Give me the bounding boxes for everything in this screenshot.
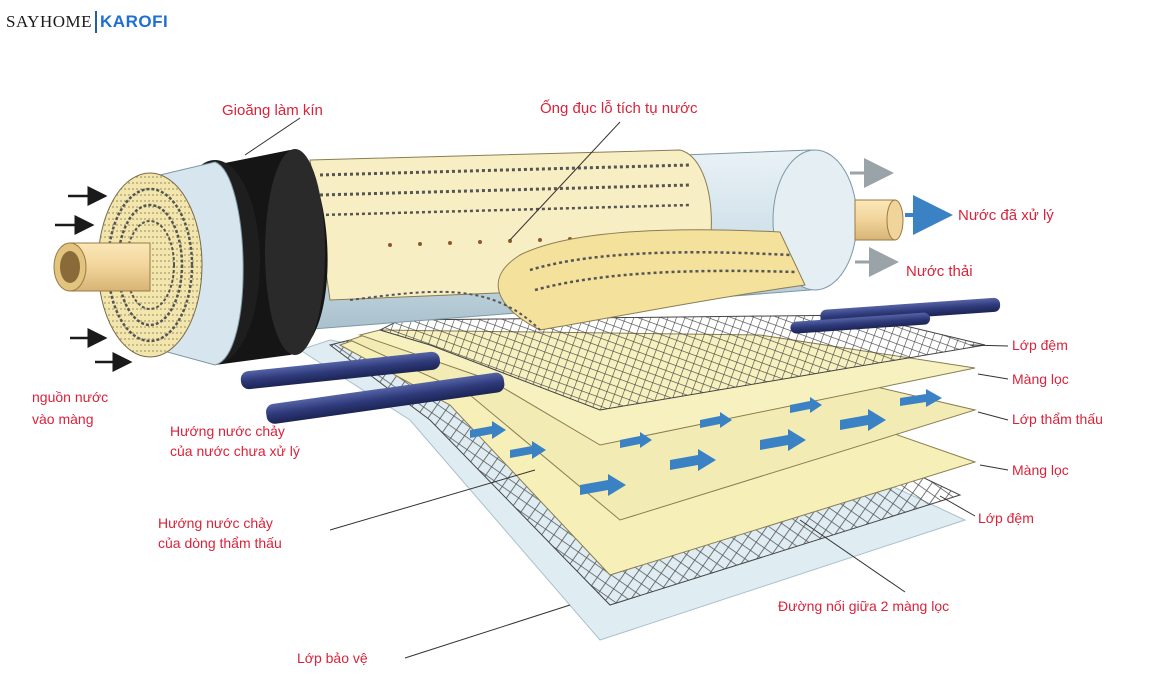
logo-karofi: KAROFI	[100, 12, 169, 31]
permeate-flow-arrows	[470, 389, 942, 496]
feed-inlet-arrows	[55, 186, 133, 372]
feed-pipes-left	[240, 351, 505, 424]
logo: SAYHOME KAROFI	[6, 10, 168, 34]
label-feed-flow-line2: của nước chưa xử lý	[170, 443, 300, 459]
label-inlet-line1: nguồn nước	[32, 389, 109, 405]
label-perforated-tube: Ống đục lỗ tích tụ nước	[540, 100, 698, 117]
label-membrane-bottom: Màng lọc	[1012, 462, 1069, 478]
label-protective-layer: Lớp bảo vệ	[297, 650, 368, 666]
feed-inlet-tube	[53, 242, 151, 292]
label-inlet-line2: vào màng	[32, 411, 94, 427]
product-outlet-tube	[854, 199, 904, 241]
label-waste-water: Nước thải	[906, 263, 973, 280]
feed-pipes-right	[790, 297, 1001, 334]
label-treated-water: Nước đã xử lý	[958, 207, 1054, 224]
spiral-element-body	[309, 149, 806, 331]
label-gasket: Gioăng làm kín	[222, 102, 323, 119]
label-seam: Đường nối giữa 2 màng lọc	[778, 598, 950, 614]
logo-sayhome: SAYHOME	[6, 12, 93, 31]
label-permeate-flow-line2: của dòng thẩm thấu	[158, 535, 282, 551]
label-feed-spacer-bottom: Lớp đệm	[978, 510, 1034, 526]
label-permeate-layer: Lớp thẩm thấu	[1012, 411, 1103, 427]
leader-lines	[244, 117, 1009, 659]
logo-divider	[95, 11, 98, 33]
label-feed-spacer-top: Lớp đệm	[1012, 337, 1068, 353]
label-membrane-top: Màng lọc	[1012, 371, 1069, 387]
label-permeate-flow-line1: Hướng nước chảy	[158, 515, 273, 531]
label-feed-flow-line1: Hướng nước chảy	[170, 423, 285, 439]
